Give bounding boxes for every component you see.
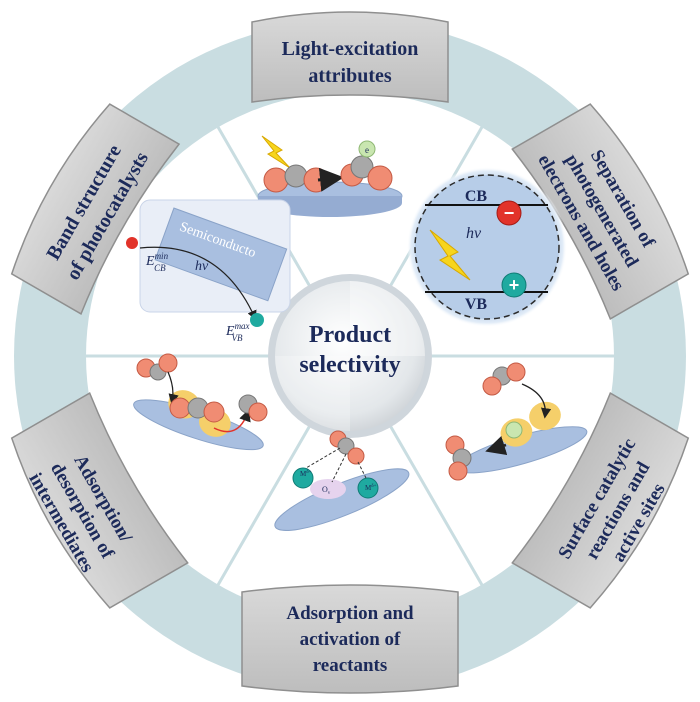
tab-adsorption-activation-line1: Adsorption and <box>286 603 414 624</box>
electron-icon <box>358 140 376 158</box>
center-disc: Product selectivity <box>268 274 432 438</box>
semiconductor-hv-label: hv <box>195 259 209 274</box>
hv-label: hv <box>466 225 482 242</box>
tab-adsorption-desorption-box <box>10 392 189 609</box>
electron-icon-band <box>496 200 522 226</box>
tab-adsorption-activation: Adsorption and activation of reactants <box>241 584 459 694</box>
hole-icon-semiconductor <box>250 313 264 327</box>
m2-label: Mδ+ <box>365 484 377 492</box>
cb-label: CB <box>465 188 488 205</box>
panel-surface-catalytic <box>445 362 588 481</box>
hole-plus: + <box>509 275 520 295</box>
tab-adsorption-activation-line3: reactants <box>313 655 388 676</box>
tab-light-excitation-line1: Light-excitation <box>282 38 419 60</box>
tab-light-excitation-line2: attributes <box>308 65 392 87</box>
center-title-line2: selectivity <box>299 352 400 378</box>
panel-band-diagram: CB VB hv − + <box>407 167 567 327</box>
lightning-icon-band <box>429 229 471 281</box>
hole-icon-band <box>501 272 527 298</box>
electron-minus: − <box>504 203 515 223</box>
tab-light-excitation: Light-excitation attributes <box>251 11 449 103</box>
tab-surface-box <box>511 392 690 609</box>
panel-light-excitation: e <box>257 135 403 217</box>
vb-label: VB <box>465 296 488 313</box>
electron-label: e <box>365 145 369 155</box>
panel-adsorption-activation: Mδ+ Mδ+ Ov <box>274 430 410 531</box>
panel-adsorption-desorption <box>133 353 268 451</box>
center-title-line1: Product <box>309 322 391 348</box>
m1-label: Mδ+ <box>300 470 312 478</box>
tab-adsorption-activation-line2: activation of <box>300 629 401 650</box>
ov-label: Ov <box>322 485 331 496</box>
